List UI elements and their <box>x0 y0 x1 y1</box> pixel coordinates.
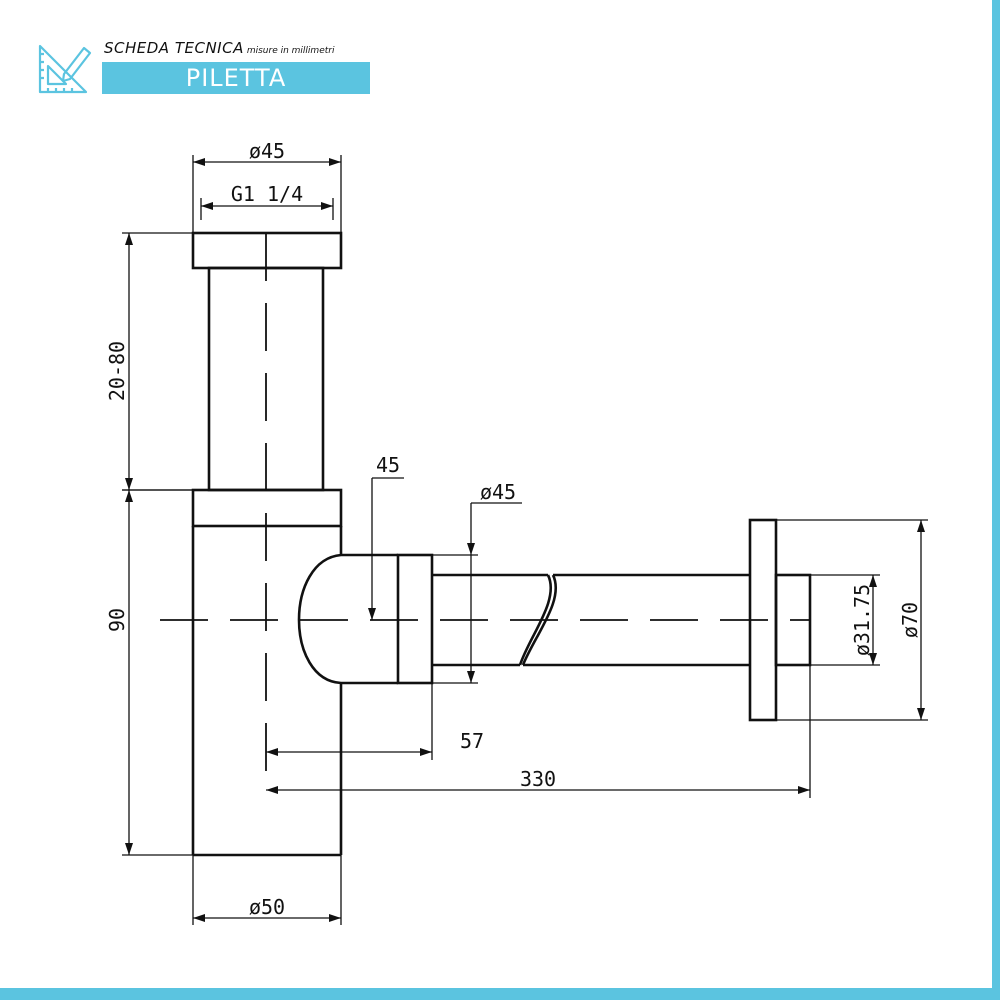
header-title: SCHEDA TECNICA <box>104 39 244 57</box>
dim-flange-diameter-label: ø70 <box>898 602 922 638</box>
outlet-nut <box>396 553 434 685</box>
dim-pipe-diameter-label: ø31.75 <box>850 584 874 656</box>
dim-body-diameter: ø50 <box>192 855 342 925</box>
dim-flange-diameter: ø70 <box>776 519 928 721</box>
outlet-pipe <box>432 573 750 667</box>
dim-outlet-diameter: ø45 <box>432 480 522 684</box>
dim-top-diameter: ø45 <box>192 139 342 233</box>
trap-body-outline <box>191 231 812 857</box>
header-subtitle: misure in millimetri <box>246 46 335 56</box>
coupling-nut <box>191 488 343 528</box>
dim-angle: 45 <box>368 453 404 620</box>
dim-pipe-diameter: ø31.75 <box>810 574 880 666</box>
center-lines <box>160 233 810 790</box>
dim-outlet-offset: 57 <box>266 683 484 760</box>
dim-body-diameter-label: ø50 <box>249 895 285 919</box>
dim-outlet-diameter-label: ø45 <box>480 480 516 504</box>
dim-thread-label: G1 1/4 <box>231 182 303 206</box>
dim-height-adjust: 20-80 <box>105 232 193 491</box>
dim-top-diameter-label: ø45 <box>249 139 285 163</box>
dim-outlet-offset-label: 57 <box>460 729 484 753</box>
dim-angle-label: 45 <box>376 453 400 477</box>
dim-body-height: 90 <box>105 489 193 856</box>
top-cap <box>191 231 343 270</box>
pipe-break <box>518 574 558 666</box>
dim-thread: G1 1/4 <box>200 182 334 220</box>
dim-height-adjust-label: 20-80 <box>105 341 129 401</box>
ruler-pencil-icon <box>38 44 92 94</box>
bottle-body <box>191 526 343 857</box>
dim-body-height-label: 90 <box>105 608 129 632</box>
dim-total-length-label: 330 <box>520 767 556 791</box>
dim-total-length: 330 <box>266 665 811 798</box>
product-banner: PILETTA <box>102 62 370 94</box>
outlet-elbow <box>297 553 398 685</box>
